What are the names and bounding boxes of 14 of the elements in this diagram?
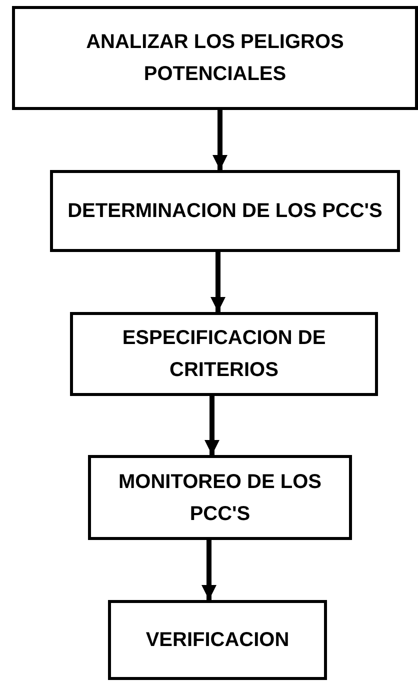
step-text: ANALIZAR LOS PELIGROS POTENCIALES [85, 30, 345, 87]
process-box [50, 170, 400, 252]
arrow [212, 110, 228, 170]
arrow [210, 252, 226, 312]
process-box [88, 455, 352, 540]
process-box [108, 600, 327, 680]
step-text: DETERMINACION DE LOS PCC'S [68, 199, 382, 224]
step-text: MONITOREO DE LOS PCC'S [118, 470, 322, 526]
process-box [12, 6, 418, 110]
arrow [204, 396, 220, 455]
step-text: ESPECIFICACION DE CRITERIOS [121, 326, 327, 383]
arrow [202, 540, 216, 600]
step-text: VERIFICACION [146, 628, 290, 653]
process-box [70, 312, 378, 396]
